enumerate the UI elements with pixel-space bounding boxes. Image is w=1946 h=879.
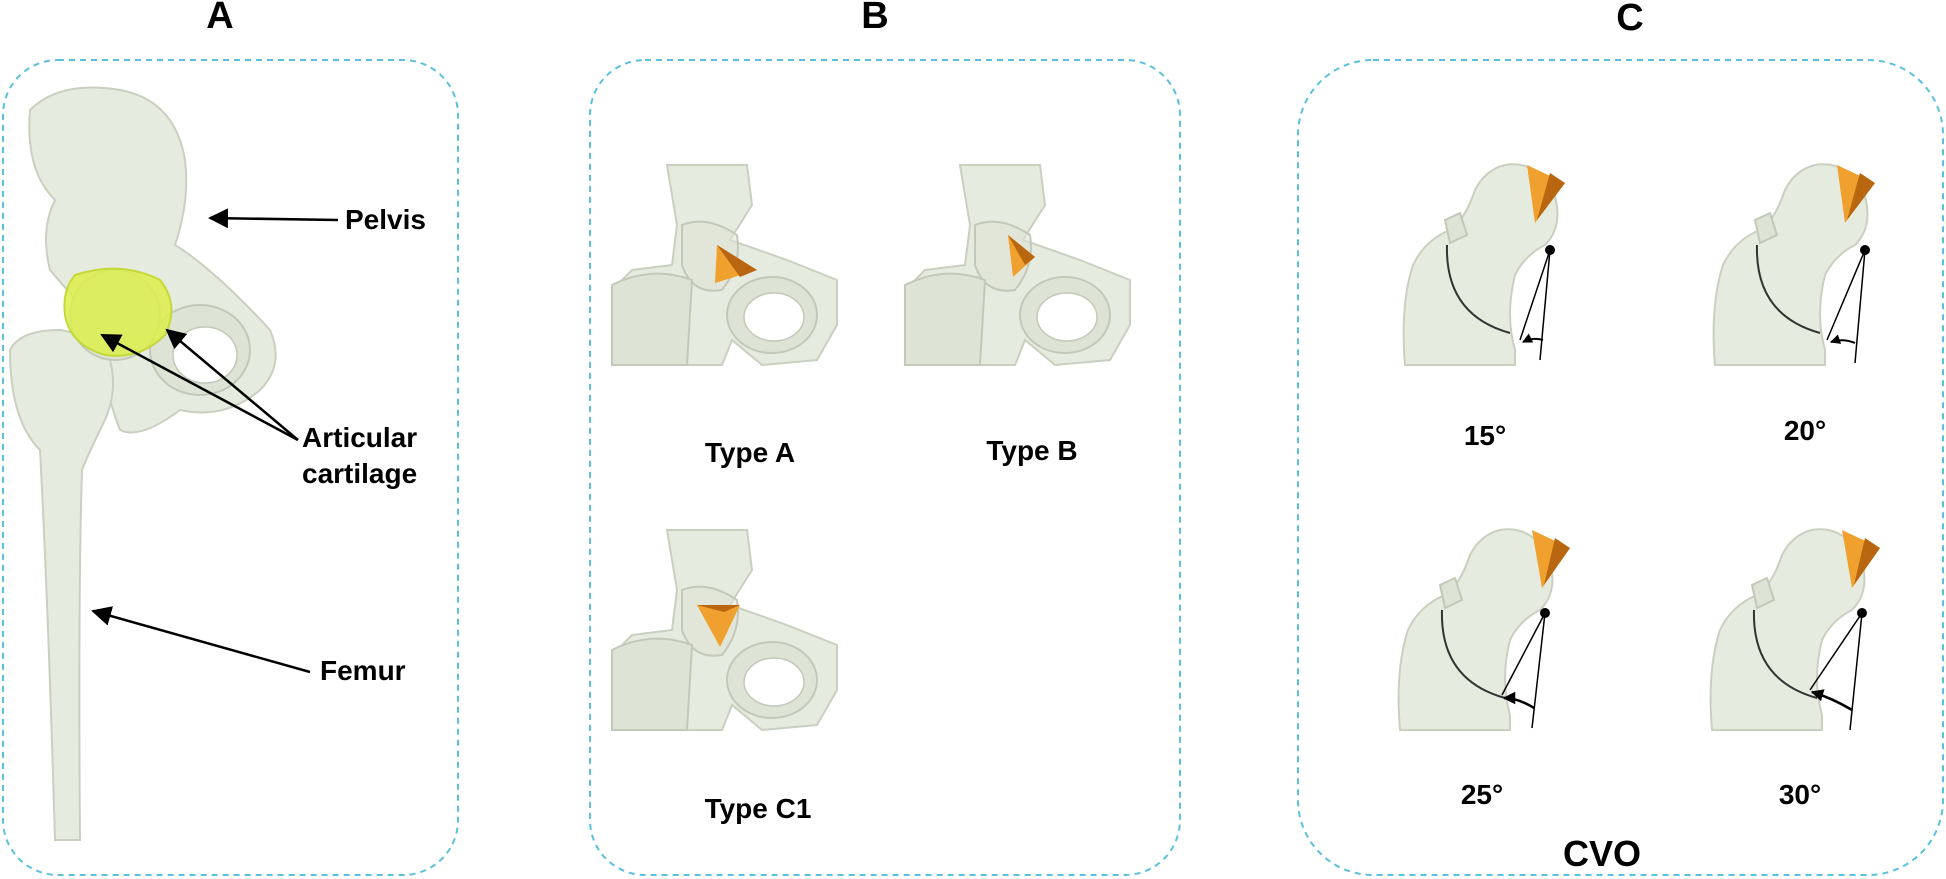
articular-label-line1: Articular <box>302 422 417 453</box>
femur-label: Femur <box>320 655 406 686</box>
pelvis-label: Pelvis <box>345 204 426 235</box>
femur-arrow <box>91 606 311 674</box>
angle-20-label: 20° <box>1784 415 1826 446</box>
pelvis-arrow <box>208 208 339 229</box>
cvo-30-illustration <box>1709 528 1880 731</box>
angle-30-label: 30° <box>1779 779 1821 810</box>
type-c1-caption: Type C1 <box>705 793 812 824</box>
cartilage-shape <box>63 267 173 357</box>
cartilage-arrow-1 <box>100 333 299 442</box>
type-c1-illustration <box>611 529 838 731</box>
cvo-15-illustration <box>1402 163 1565 366</box>
type-b-illustration <box>904 164 1131 366</box>
panel-c-frame <box>1297 59 1944 876</box>
panel-a-frame <box>2 59 459 876</box>
panel-b-frame <box>589 59 1181 876</box>
angle-15-label: 15° <box>1464 420 1506 451</box>
type-a-caption: Type A <box>705 437 795 468</box>
panel-c-title: C <box>1616 0 1643 39</box>
cvo-20-illustration <box>1712 163 1875 366</box>
cartilage-arrow-2 <box>165 328 299 441</box>
pelvis-femur-illustration <box>8 86 277 841</box>
panel-a-title: A <box>206 0 233 37</box>
cvo-25-illustration <box>1397 528 1570 731</box>
cvo-footer: CVO <box>1563 833 1641 874</box>
articular-label-line2: cartilage <box>302 458 417 489</box>
angle-25-label: 25° <box>1461 779 1503 810</box>
type-b-caption: Type B <box>986 435 1077 466</box>
panel-b-title: B <box>861 0 888 37</box>
type-a-illustration <box>611 164 838 366</box>
